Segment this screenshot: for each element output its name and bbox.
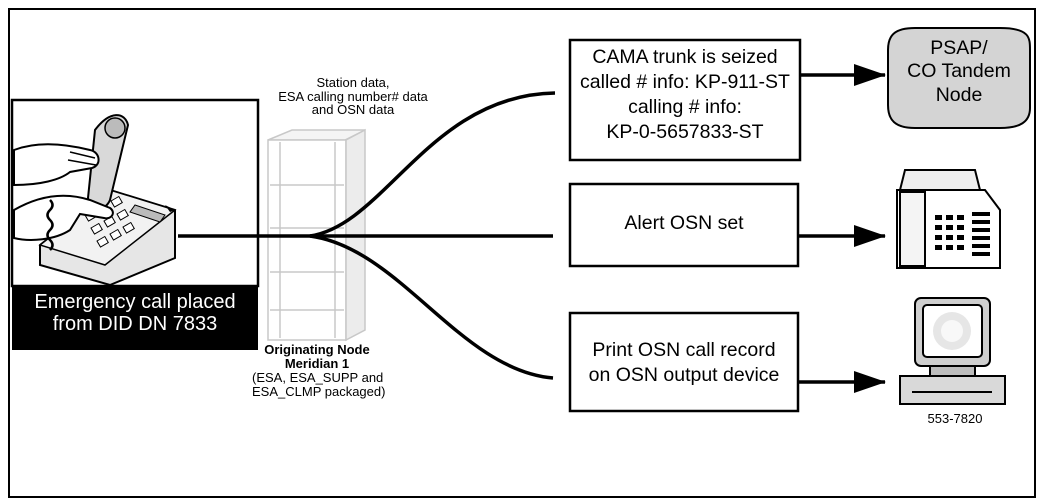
psap-line3: Node: [935, 83, 983, 106]
data-label-line2: ESA calling number# data: [278, 88, 428, 104]
cama-line3: calling # info:: [628, 95, 742, 118]
osn-terminal-icon: [899, 297, 1006, 405]
data-label-line1: Station data,: [316, 75, 390, 90]
print-box: [568, 311, 800, 413]
figure-id: 553-7820: [927, 411, 983, 426]
diagram-frame: [8, 8, 1036, 498]
node-label: Originating Node Meridian 1 (ESA, ESA_SU…: [252, 342, 386, 400]
telephone-illustration: [10, 98, 260, 288]
data-label-line3: and OSN data: [311, 102, 395, 118]
data-label: Station data, ESA calling number# data a…: [258, 76, 448, 117]
print-line2: on OSN output device: [588, 364, 780, 387]
caller-caption: Emergency call placed from DID DN 7833: [12, 291, 258, 336]
alert-box-label: Alert OSN set: [624, 212, 744, 234]
cama-line4: KP-0-5657833-ST: [606, 120, 764, 143]
cama-box: [568, 38, 802, 162]
node-to-print-line: [309, 234, 554, 380]
meridian-node-cabinet: [267, 128, 366, 342]
print-line1: Print OSN call record: [592, 339, 776, 361]
node-package-line1: (ESA, ESA_SUPP and: [252, 370, 384, 386]
connection-lines: [178, 64, 886, 393]
cama-box-text: CAMA trunk is seized called # info: KP-9…: [570, 45, 800, 145]
node-title-line2: Meridian 1: [284, 356, 350, 372]
psap-node-shape: [887, 27, 1031, 129]
psap-node-text: PSAP/ CO Tandem Node: [888, 37, 1030, 107]
caller-caption-background: [12, 286, 258, 350]
node-title-line1: Originating Node: [264, 342, 370, 357]
caller-caption-line2: from DID DN 7833: [52, 313, 218, 336]
print-box-text: Print OSN call record on OSN output devi…: [570, 338, 798, 389]
alert-box: [568, 182, 800, 268]
cama-line1: CAMA trunk is seized: [592, 46, 778, 68]
node-to-cama-line: [309, 91, 556, 238]
node-package-line2: ESA_CLMP packaged): [252, 384, 386, 400]
caller-caption-line1: Emergency call placed: [34, 291, 236, 313]
psap-line2: CO Tandem: [907, 60, 1011, 83]
cama-line2: called # info: KP-911-ST: [580, 70, 790, 93]
osn-phone-set-icon: [896, 169, 1001, 269]
psap-line1: PSAP/: [930, 37, 988, 59]
